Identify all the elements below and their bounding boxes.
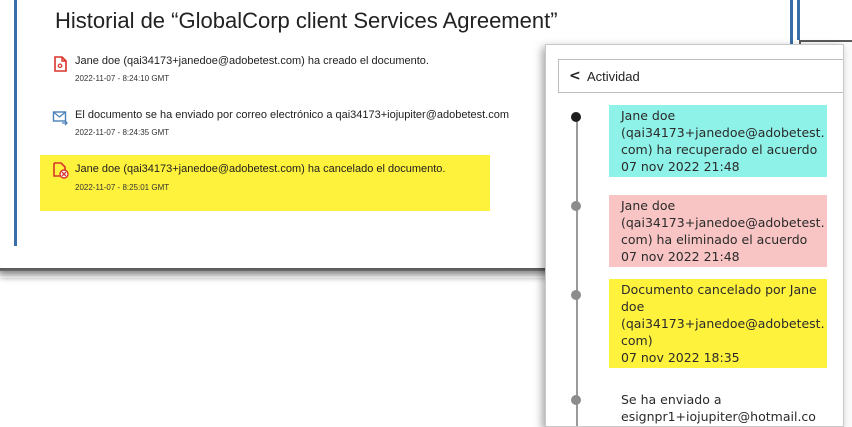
entry-line: Se ha enviado a: [621, 392, 722, 407]
email-sent-icon: [52, 109, 69, 127]
timeline-dot: [571, 201, 581, 211]
entry-line: (qai34173+janedoe@adobetest.: [621, 215, 825, 230]
event-text: Jane doe (qai34173+janedoe@adobetest.com…: [75, 55, 429, 67]
entry-line: (qai34173+janedoe@adobetest.: [621, 316, 825, 331]
entry-line: com) ha recuperado el acuerdo: [621, 142, 818, 157]
history-event: Jane doe (qai34173+janedoe@adobetest.com…: [40, 52, 600, 108]
activity-entry-recovered[interactable]: Jane doe (qai34173+janedoe@adobetest. co…: [609, 105, 827, 177]
timeline-dot: [571, 290, 581, 300]
entry-timestamp: 07 nov 2022 21:48: [621, 159, 740, 174]
event-timestamp: 2022-11-07 - 8:25:01 GMT: [75, 183, 170, 192]
activity-entry-sent[interactable]: Se ha enviado a esignpr1+iojupiter@hotma…: [609, 389, 827, 426]
entry-timestamp: 07 nov 2022 18:35: [621, 350, 740, 365]
entry-line: Documento cancelado por Jane: [621, 282, 817, 297]
entry-line: com): [621, 333, 653, 348]
document-shadow: [0, 268, 548, 278]
document-created-icon: [52, 55, 69, 73]
timeline-dot: [571, 112, 581, 122]
timeline-line: [576, 115, 578, 426]
entry-line: esignpr1+iojupiter@hotmail.co: [621, 409, 816, 424]
entry-timestamp: 07 nov 2022 21:48: [621, 249, 740, 264]
event-text: Jane doe (qai34173+janedoe@adobetest.com…: [75, 163, 446, 175]
chevron-left-icon[interactable]: <: [569, 68, 581, 84]
entry-line: Jane doe: [621, 108, 676, 123]
activity-title: Actividad: [587, 69, 640, 84]
activity-panel: < Actividad Jane doe (qai34173+janedoe@a…: [545, 44, 844, 427]
event-timestamp: 2022-11-07 - 8:24:10 GMT: [75, 74, 170, 83]
activity-entry-cancelled[interactable]: Documento cancelado por Jane doe (qai341…: [609, 279, 827, 368]
event-timestamp: 2022-11-07 - 8:24:35 GMT: [75, 128, 170, 137]
document-cancelled-icon: [52, 161, 69, 179]
activity-header[interactable]: < Actividad: [558, 59, 843, 93]
entry-line: (qai34173+janedoe@adobetest.: [621, 125, 825, 140]
event-text: El documento se ha enviado por correo el…: [75, 109, 510, 121]
document-left-rule: [14, 0, 17, 246]
timeline-dot: [571, 395, 581, 405]
frame-accent-line: [797, 0, 800, 40]
history-event: El documento se ha enviado por correo el…: [40, 106, 600, 162]
entry-line: doe: [621, 299, 645, 314]
history-title: Historial de “GlobalCorp client Services…: [55, 8, 558, 33]
activity-entry-deleted[interactable]: Jane doe (qai34173+janedoe@adobetest. co…: [609, 195, 827, 267]
entry-line: Jane doe: [621, 198, 676, 213]
history-event-highlighted: Jane doe (qai34173+janedoe@adobetest.com…: [40, 155, 490, 211]
entry-line: com) ha eliminado el acuerdo: [621, 232, 808, 247]
